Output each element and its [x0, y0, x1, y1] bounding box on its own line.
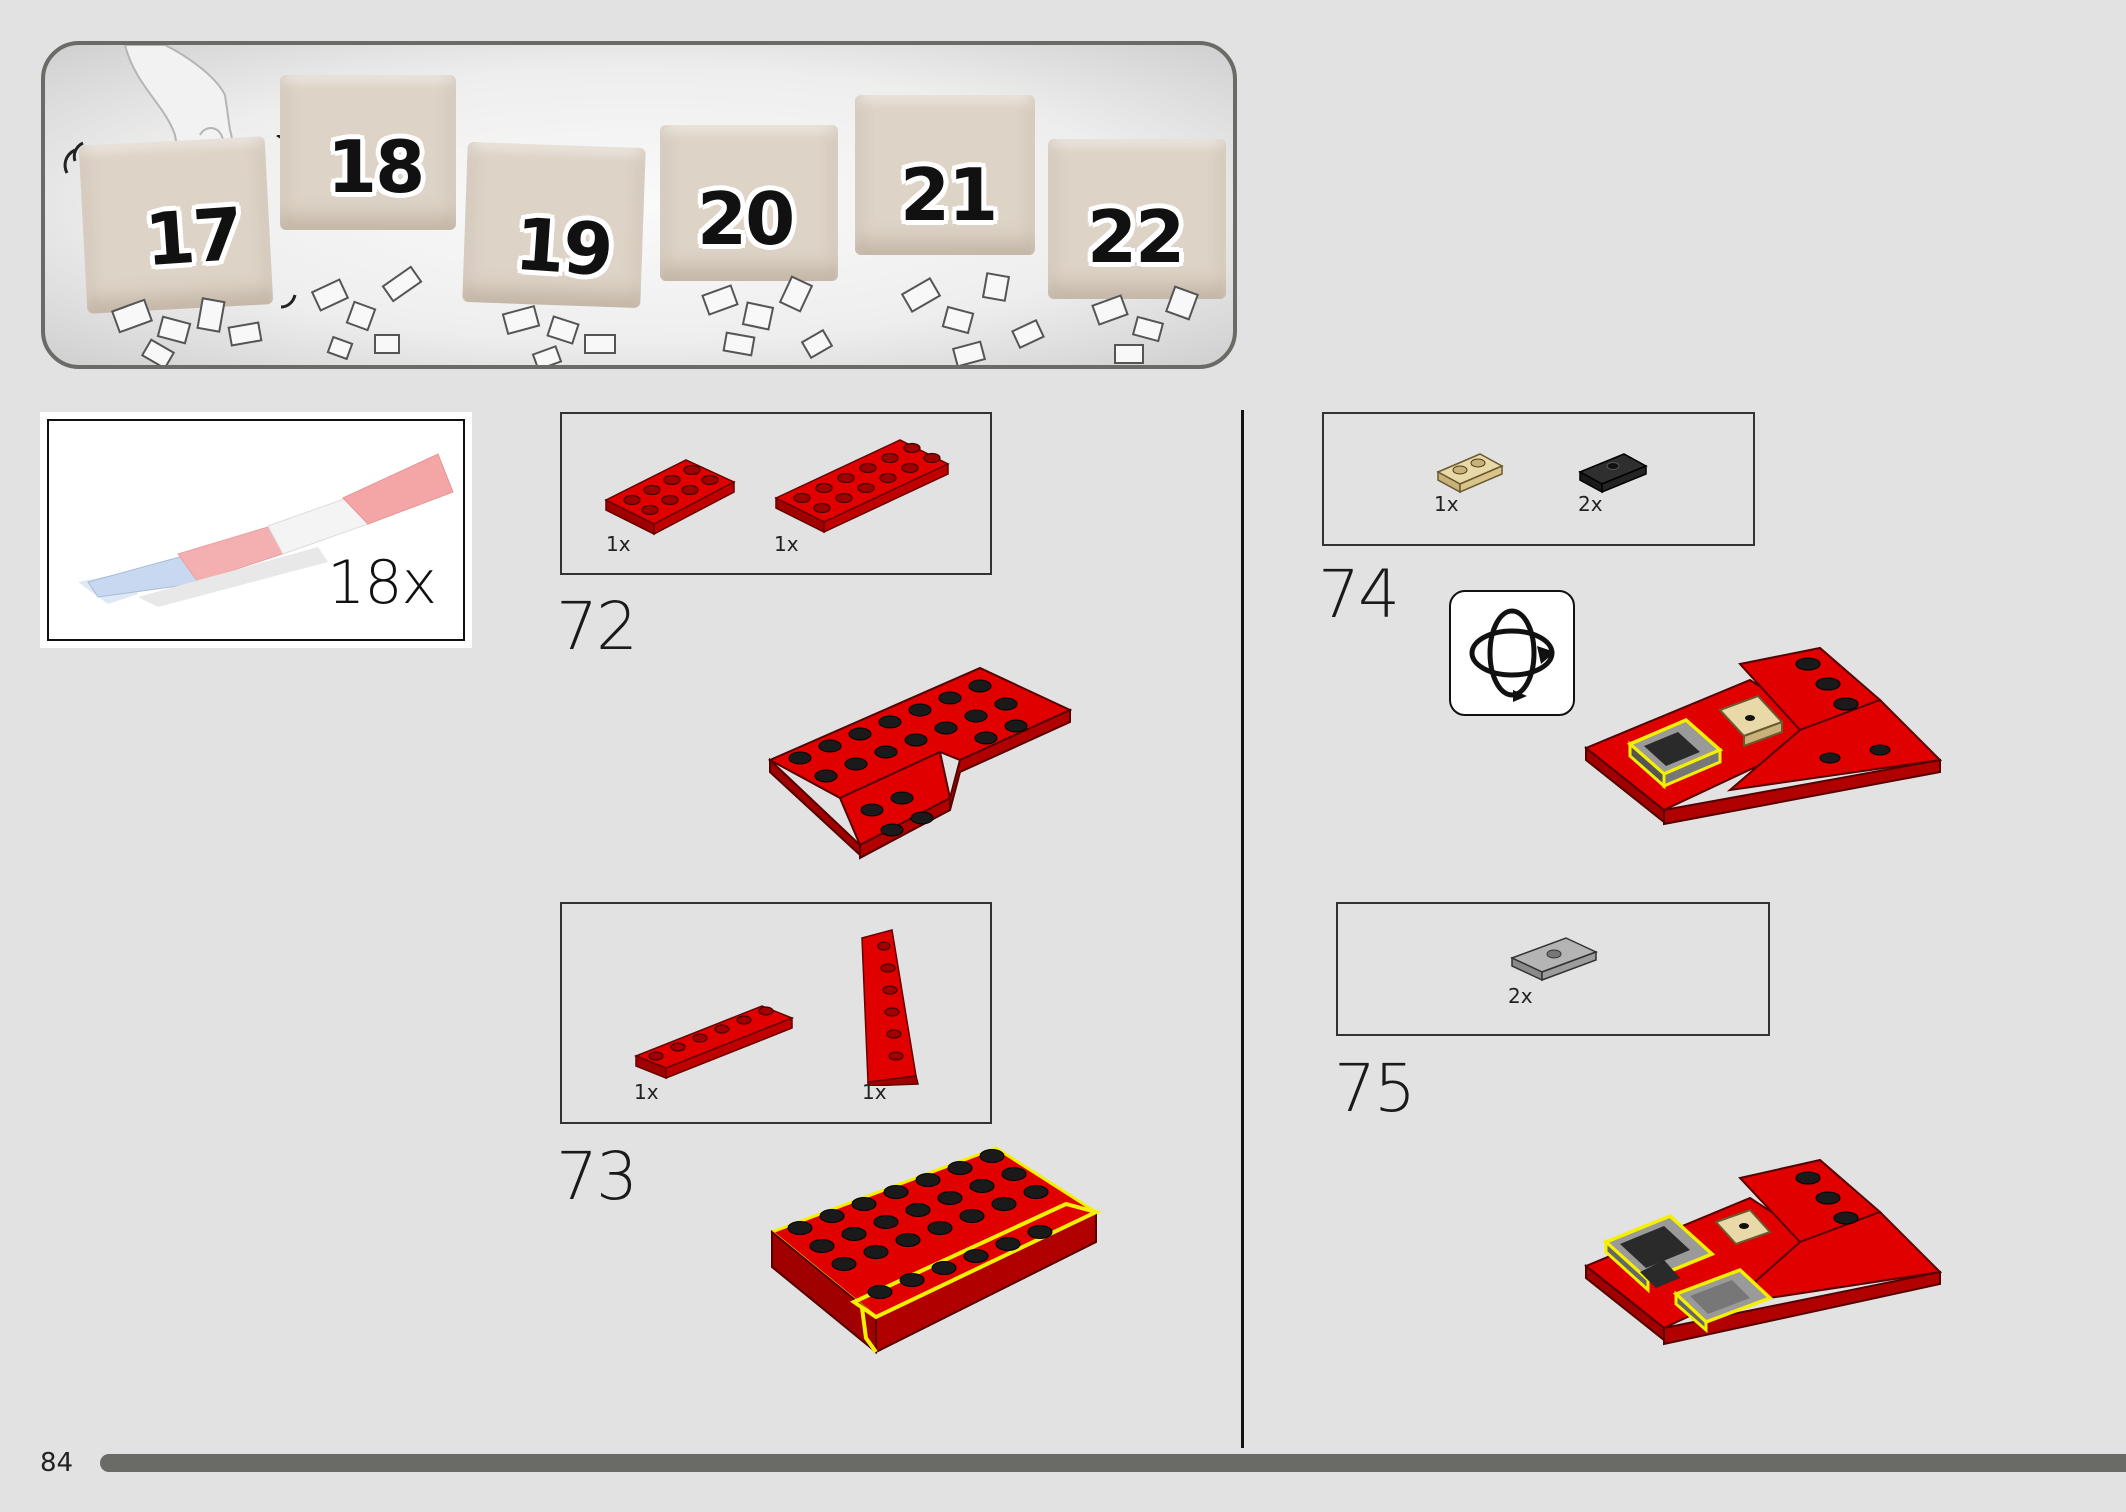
parts-list-step-75: 2x	[1336, 902, 1770, 1036]
step-number-73: 73	[556, 1138, 638, 1215]
page-number: 84	[40, 1448, 74, 1478]
step-75-assembly-image	[1584, 1158, 1943, 1346]
wing-submodel-image	[78, 453, 454, 607]
part-quantity: 1x	[1434, 492, 1459, 516]
step-74-assembly-image	[1584, 646, 1943, 826]
bag-number: 20	[697, 177, 795, 261]
step-number-74: 74	[1318, 556, 1400, 633]
bags-banner: 17 18 19 20 21 22	[41, 41, 1237, 369]
step-73-assembly-image	[769, 1146, 1102, 1355]
parts-list-step-73: 1x 1x	[560, 902, 992, 1124]
red-wedge-plate-image	[861, 929, 919, 1086]
tan-plate-1x2-image	[1436, 453, 1504, 494]
red-plate-1x6-image	[633, 1005, 795, 1080]
parts-list-step-74: 1x 2x	[1322, 412, 1755, 546]
bag-number: 18	[327, 125, 425, 209]
step-72-assembly-image	[767, 666, 1073, 860]
bag-18	[280, 75, 456, 230]
spilled-bricks-icon	[110, 265, 1200, 365]
red-plate-2x4-image	[604, 459, 736, 536]
column-divider	[1241, 410, 1244, 1448]
bag-number: 22	[1087, 195, 1185, 279]
part-quantity: 1x	[862, 1080, 887, 1104]
red-plate-2x6-image	[774, 439, 950, 534]
part-quantity: 2x	[1578, 492, 1603, 516]
step-number-72: 72	[556, 588, 638, 665]
part-quantity: 1x	[606, 532, 631, 556]
part-quantity: 1x	[634, 1080, 659, 1104]
parts-list-step-72: 1x 1x	[560, 412, 992, 575]
step-number-75: 75	[1334, 1050, 1416, 1127]
part-quantity: 1x	[774, 532, 799, 556]
part-quantity: 2x	[1508, 984, 1533, 1008]
page-progress-bar	[100, 1454, 2126, 1472]
bag-21	[855, 95, 1035, 255]
bag-number: 21	[900, 153, 998, 237]
rotate-model-icon	[1469, 608, 1555, 702]
submodel-callout: 18x	[40, 412, 472, 648]
rotate-model-button	[1449, 590, 1575, 716]
bag-20	[660, 125, 838, 281]
bag-22	[1048, 139, 1226, 299]
submodel-quantity: 18x	[327, 548, 437, 618]
black-jumper-plate-image	[1578, 453, 1648, 494]
grey-jumper-plate-image	[1510, 937, 1598, 982]
